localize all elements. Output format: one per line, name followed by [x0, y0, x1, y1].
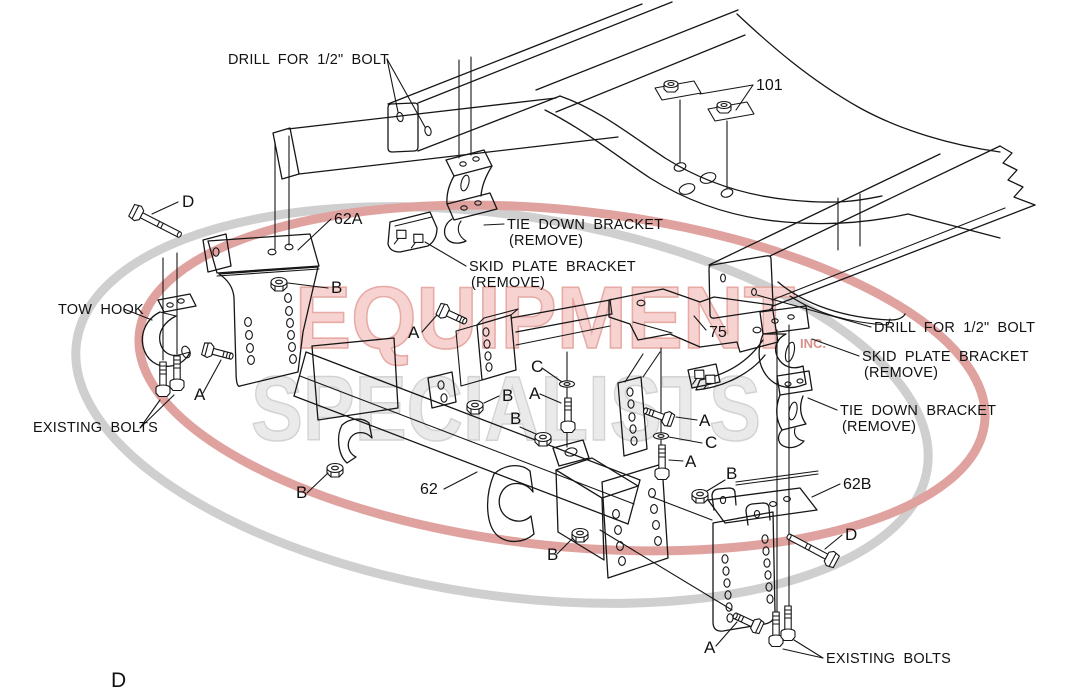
label-101: 101 — [756, 77, 783, 94]
label-tie-down-left: TIE DOWN BRACKET — [507, 217, 663, 233]
receiver-channel — [552, 439, 669, 579]
label-skid-plate-right: SKID PLATE BRACKET — [862, 349, 1029, 365]
label-62a: 62A — [334, 211, 363, 228]
bolt-a-left — [200, 340, 236, 365]
callout-c-1: C — [531, 357, 543, 376]
callout-b-4: B — [510, 409, 521, 428]
label-62b: 62B — [843, 476, 871, 493]
existing-bolt-left-1 — [155, 361, 171, 398]
watermark-line2: SPECIALISTS — [251, 358, 761, 460]
label-62: 62 — [420, 481, 438, 498]
label-tie-down-left-remove: (REMOVE) — [509, 233, 583, 249]
nut-b-4 — [534, 431, 552, 447]
nut-b-1 — [270, 276, 288, 292]
watermark-swoosh-red — [134, 200, 990, 556]
callout-b-1: B — [331, 278, 342, 297]
page-letter: D — [111, 669, 126, 692]
nut-b-5 — [691, 488, 709, 504]
leader-lines — [123, 58, 872, 659]
bolt-a-bottom-right — [729, 607, 766, 636]
callout-a-3: A — [529, 384, 541, 403]
label-75: 75 — [709, 324, 727, 341]
watermark-swoosh-gray — [71, 202, 933, 608]
callout-c-2: C — [705, 433, 717, 452]
washer-c-right — [652, 432, 670, 440]
carriage-bolt — [393, 228, 408, 247]
callout-a-1: A — [194, 385, 206, 404]
rail-break-jag — [999, 145, 1036, 206]
nut-b-2 — [326, 462, 344, 478]
existing-bolt-right-2 — [780, 605, 796, 642]
callout-d-left: D — [182, 192, 194, 211]
callout-b-2: B — [296, 483, 307, 502]
label-skid-plate-left-remove: (REMOVE) — [471, 275, 545, 291]
watermark-inc: INC. — [800, 336, 826, 351]
tie-down-bracket-left — [443, 149, 498, 244]
callout-b-3: B — [502, 386, 513, 405]
nut-plate-101-right — [707, 100, 755, 122]
hook-plate-2 — [486, 465, 535, 543]
skid-plate-bracket-right — [687, 305, 810, 392]
label-skid-plate-right-remove: (REMOVE) — [864, 365, 938, 381]
nut-b-3 — [466, 399, 484, 415]
label-existing-bolts-left: EXISTING BOLTS — [33, 420, 158, 436]
nut-plate-101-left — [654, 79, 702, 101]
callout-a-5: A — [685, 452, 697, 471]
existing-bolt-right-1 — [768, 611, 784, 648]
label-existing-bolts-right: EXISTING BOLTS — [826, 651, 951, 667]
cross-plate-75 — [608, 288, 779, 353]
callout-a-6: A — [704, 638, 716, 657]
callout-d-right: D — [845, 525, 857, 544]
tie-down-bracket-right — [776, 370, 813, 449]
bolt-d-left — [127, 202, 186, 244]
tow-hook — [141, 293, 197, 367]
truck-frame-left-rail — [387, 1, 746, 153]
hook-plate-1 — [337, 418, 373, 464]
label-tow-hook: TOW HOOK — [58, 302, 144, 318]
callout-b-6: B — [547, 545, 558, 564]
label-drill-bolt-right: DRILL FOR 1/2" BOLT — [874, 320, 1035, 336]
leader-b-2 — [306, 472, 329, 494]
center-channel-bracket — [455, 299, 613, 387]
skid-plate-bracket-left — [387, 211, 438, 253]
label-skid-plate-left: SKID PLATE BRACKET — [469, 259, 636, 275]
callout-b-5: B — [726, 464, 737, 483]
adjustment-bar-5-hole — [617, 351, 661, 457]
callout-a-4: A — [699, 411, 711, 430]
callout-a-2: A — [408, 323, 420, 342]
nut-b-6 — [571, 527, 589, 543]
label-tie-down-right: TIE DOWN BRACKET — [840, 403, 996, 419]
bracket-62a — [202, 233, 320, 387]
label-tie-down-right-remove: (REMOVE) — [842, 419, 916, 435]
drill-hole-right — [751, 288, 757, 296]
label-drill-bolt-left: DRILL FOR 1/2" BOLT — [228, 52, 389, 68]
